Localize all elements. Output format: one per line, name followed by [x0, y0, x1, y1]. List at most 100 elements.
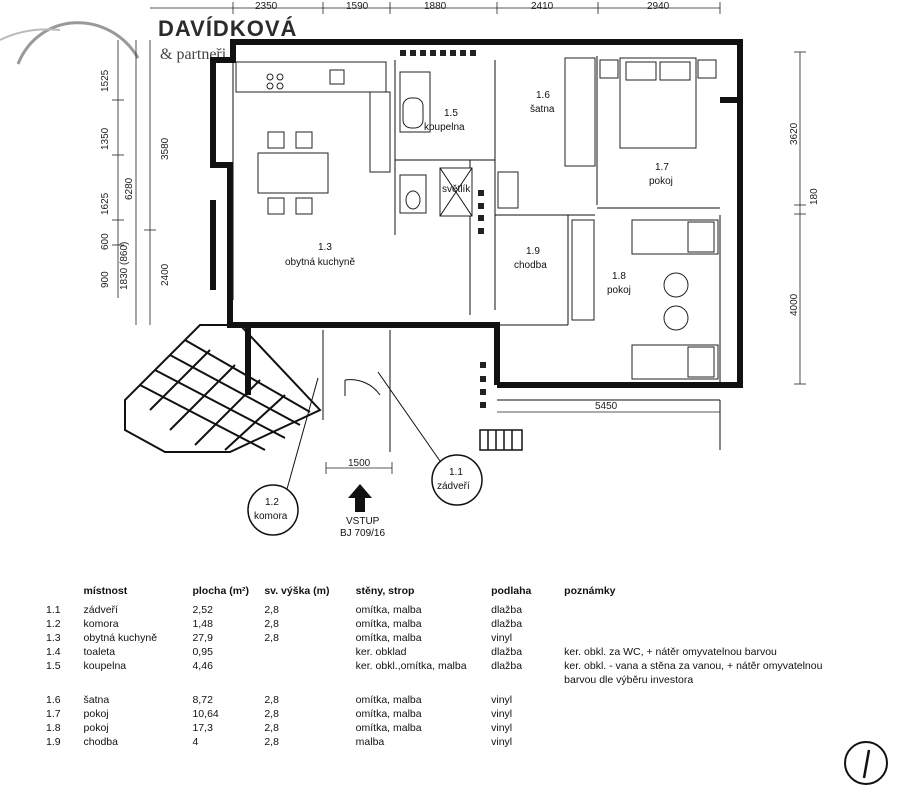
- cell-floor: vinyl: [491, 708, 513, 720]
- cell-name: pokoj: [83, 708, 109, 720]
- table-row: 1.5 koupelna 4,46 ker. obkl.,omítka, mal…: [40, 659, 860, 687]
- callout-komora: [247, 484, 299, 536]
- cell-walls: omítka, malba: [355, 722, 422, 734]
- dim-top-2: 1590: [346, 1, 369, 12]
- dim-left-2: 1350: [100, 127, 111, 150]
- cell-note: [558, 617, 860, 631]
- room-1-6-num: 1.6: [536, 90, 550, 101]
- room-1-3-name: obytná kuchyně: [285, 257, 355, 268]
- room-1-7-num: 1.7: [655, 162, 669, 173]
- top-dimension-line: [150, 2, 721, 14]
- cell-area: 0,95: [192, 646, 213, 658]
- cell-note: [558, 721, 860, 735]
- cell-floor: vinyl: [491, 736, 513, 748]
- entrance-arrow-icon: [348, 484, 372, 512]
- room-1-2-name: komora: [254, 511, 288, 522]
- cell-id: 1.6: [46, 694, 61, 706]
- table-row: 1.2 komora 1,48 2,8 omítka, malba dlažba: [40, 617, 860, 631]
- room-1-1-name: zádveří: [437, 481, 470, 492]
- cell-walls: ker. obkl.,omítka, malba: [355, 660, 467, 672]
- north-arrow-icon: [844, 741, 888, 785]
- room-1-8-name: pokoj: [607, 285, 631, 296]
- cell-name: zádveří: [83, 604, 118, 616]
- table-row: 1.9 chodba 4 2,8 malba vinyl: [40, 735, 860, 749]
- dim-entry-1500: 1500: [348, 458, 371, 469]
- wardrobe: [497, 57, 596, 209]
- entrance-hall: [245, 325, 721, 452]
- cell-note: [558, 735, 860, 749]
- dim-left-3: 1625: [100, 192, 111, 215]
- table-row: 1.1 zádveří 2,52 2,8 omítka, malba dlažb…: [40, 603, 860, 617]
- cell-note: [558, 687, 860, 707]
- cell-name: pokoj: [83, 722, 109, 734]
- brand-logo-arc: [0, 21, 140, 65]
- room-schedule-table: místnost plocha (m²) sv. výška (m) stěny…: [40, 584, 860, 749]
- kitchen-counter: [235, 61, 391, 173]
- dim-left-6280: 6280: [124, 177, 135, 200]
- cell-id: 1.5: [46, 660, 61, 672]
- dim-right-180: 180: [809, 188, 820, 205]
- cell-note: [558, 631, 860, 645]
- dim-top-3: 1880: [424, 1, 447, 12]
- brand-subtitle: & partneři: [160, 46, 227, 63]
- cell-height: [258, 645, 349, 659]
- cell-floor: vinyl: [491, 694, 513, 706]
- cell-height: 2,8: [264, 618, 279, 630]
- cell-height: 2,8: [264, 604, 279, 616]
- header-id: [40, 584, 78, 603]
- cell-height: 2,8: [264, 722, 279, 734]
- dining-table: [257, 131, 329, 215]
- room-1-9-name: chodba: [514, 260, 547, 271]
- cell-id: 1.8: [46, 722, 61, 734]
- cell-floor: dlažba: [491, 646, 523, 658]
- cell-id: 1.2: [46, 618, 61, 630]
- dim-left-1: 1525: [100, 69, 111, 92]
- header-floor: podlaha: [491, 585, 532, 597]
- dim-left-4: 600: [100, 233, 111, 250]
- table-row: 1.7 pokoj 10,64 2,8 omítka, malba vinyl: [40, 707, 860, 721]
- room-1-1-num: 1.1: [449, 467, 463, 478]
- floor-plan: 2350 1590 1880 2410 2940 1525 1350 1625 …: [100, 1, 820, 539]
- cell-name: obytná kuchyně: [83, 632, 158, 644]
- bed-room-17: [599, 57, 717, 149]
- room-1-3-num: 1.3: [318, 242, 332, 253]
- cell-area: 1,48: [192, 618, 213, 630]
- dim-left-1830: 1830 (860): [119, 242, 130, 290]
- dim-left-2400: 2400: [160, 263, 171, 286]
- cell-note: [558, 707, 860, 721]
- room-1-5-name: koupelna: [424, 122, 465, 133]
- cell-floor: dlažba: [491, 660, 523, 672]
- cell-walls: omítka, malba: [355, 618, 422, 630]
- cell-floor: vinyl: [491, 722, 513, 734]
- entrance-code: BJ 709/16: [340, 528, 385, 539]
- dim-top-4: 2410: [531, 1, 554, 12]
- table-header-row: místnost plocha (m²) sv. výška (m) stěny…: [40, 584, 860, 603]
- cell-note: ker. obkl. za WC, + nátěr omyvatelnou ba…: [564, 646, 777, 658]
- cell-id: 1.9: [46, 736, 61, 748]
- dim-right-3620: 3620: [789, 122, 800, 145]
- cell-height: 2,8: [264, 632, 279, 644]
- brand-name: DAVÍDKOVÁ: [158, 16, 298, 41]
- bathroom-fixtures: [399, 71, 473, 217]
- cell-area: 17,3: [192, 722, 213, 734]
- header-height: sv. výška (m): [264, 585, 330, 597]
- small-stair: [479, 429, 523, 451]
- dim-left-5: 900: [100, 271, 111, 288]
- room-1-2-num: 1.2: [265, 497, 279, 508]
- cell-walls: ker. obklad: [355, 646, 407, 658]
- cell-area: 10,64: [192, 708, 219, 720]
- cell-area: 2,52: [192, 604, 213, 616]
- table-row: 1.6 šatna 8,72 2,8 omítka, malba vinyl: [40, 687, 860, 707]
- room-1-4-name: světlík: [442, 184, 471, 195]
- dim-top-1: 2350: [255, 1, 278, 12]
- room-1-6-name: šatna: [530, 104, 555, 115]
- cell-id: 1.1: [46, 604, 61, 616]
- callout-zadveri: [431, 454, 483, 506]
- header-notes: poznámky: [564, 585, 616, 597]
- cell-area: 4,46: [192, 660, 213, 672]
- vent-grid: [400, 50, 486, 408]
- cell-walls: omítka, malba: [355, 604, 422, 616]
- left-dimension-lines: [112, 40, 156, 325]
- cell-walls: malba: [355, 736, 385, 748]
- cell-name: koupelna: [83, 660, 127, 672]
